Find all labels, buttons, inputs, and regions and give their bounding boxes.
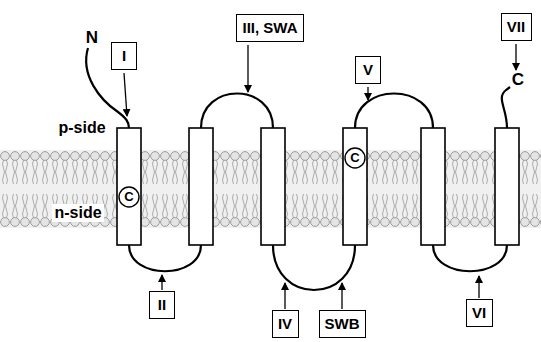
terminus-label: C [512, 71, 524, 90]
residue-letter: C [350, 151, 359, 165]
callout-box: SWB [319, 310, 366, 338]
cysteine-circle: C [118, 186, 140, 208]
callout-number: II [158, 297, 166, 314]
side-label: n-side [52, 204, 103, 222]
leader-arrows [124, 44, 516, 309]
callout-box: I [111, 42, 137, 70]
callout-box: VII [501, 13, 532, 41]
callout-box: VI [466, 299, 493, 327]
callout-number: IV [278, 316, 292, 333]
callout-number: VII [507, 19, 525, 36]
callout-box: V [355, 56, 381, 84]
helix-rects [117, 128, 519, 245]
cysteine-circle: C [344, 147, 366, 169]
residue-letter: C [124, 190, 133, 204]
callout-number: VI [472, 305, 486, 322]
protein-chain [86, 48, 510, 290]
callout-number: III, SWA [242, 20, 297, 37]
callout-box: IV [272, 310, 299, 338]
callout-box: III, SWA [236, 14, 304, 42]
terminus-label: N [86, 29, 98, 48]
callout-number: I [122, 48, 126, 65]
callout-number: V [363, 62, 373, 79]
side-label: p-side [58, 119, 105, 137]
callout-box: II [149, 291, 175, 319]
callout-number: SWB [325, 316, 360, 333]
